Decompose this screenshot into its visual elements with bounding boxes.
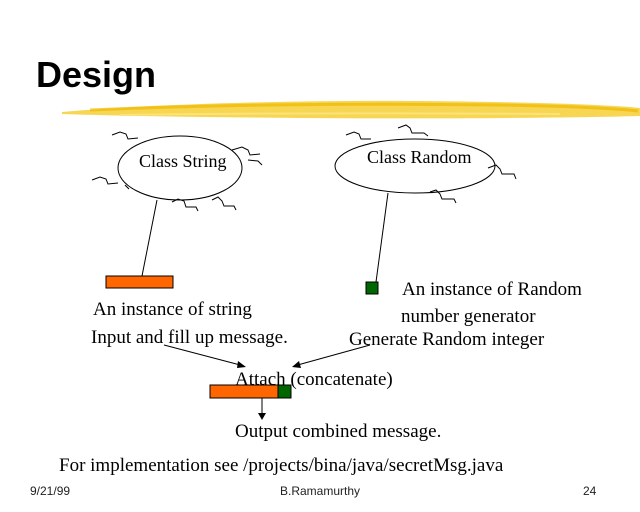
attach-caption: Attach (concatenate) bbox=[235, 369, 393, 390]
random-instance-block bbox=[365, 281, 379, 295]
output-caption: Output combined message. bbox=[235, 421, 442, 442]
footer-author: B.Ramamurthy bbox=[280, 484, 361, 498]
class-random-label: Class Random bbox=[367, 147, 472, 167]
class-string-node bbox=[91, 131, 263, 277]
arrow-to-output bbox=[258, 398, 266, 420]
arrow-random-to-attach bbox=[292, 344, 371, 368]
random-action-caption: Generate Random integer bbox=[349, 329, 545, 350]
footer-page-number: 24 bbox=[583, 484, 597, 498]
string-instance-block bbox=[105, 275, 174, 289]
string-action-caption: Input and fill up message. bbox=[91, 327, 288, 348]
class-random-node bbox=[334, 124, 517, 283]
footer-date: 9/21/99 bbox=[30, 484, 71, 498]
arrow-string-to-attach bbox=[163, 344, 246, 368]
implementation-note: For implementation see /projects/bina/ja… bbox=[59, 455, 504, 476]
combined-message-block bbox=[209, 384, 292, 399]
class-string-label: Class String bbox=[139, 151, 227, 171]
slide-title: Design bbox=[36, 54, 157, 95]
title-underline-brush bbox=[62, 100, 640, 119]
random-instance-caption-2: number generator bbox=[401, 306, 536, 327]
random-instance-caption: An instance of Random bbox=[402, 279, 582, 300]
string-instance-caption: An instance of string bbox=[93, 299, 252, 320]
